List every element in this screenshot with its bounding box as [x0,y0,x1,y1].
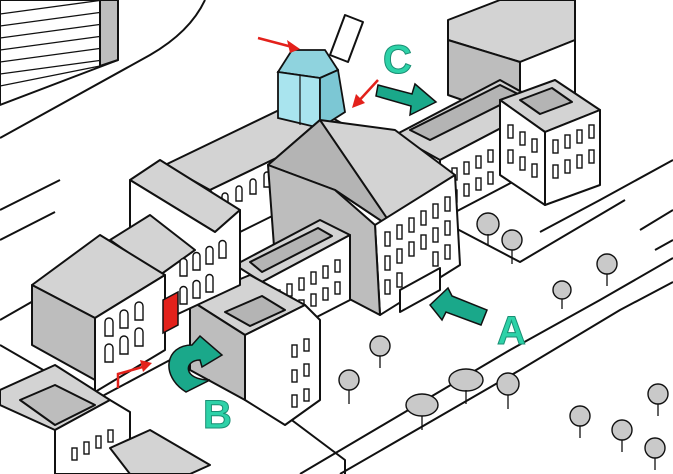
south-wing-skylight [249,227,333,273]
tree [369,335,391,368]
red-arrow-icon [257,36,300,53]
east-pavilion-windows [507,124,595,179]
red-arrow-icon [116,360,152,388]
bottom-left-buildings [0,364,211,474]
street-diagonal-back [339,281,673,474]
west-houses [31,159,241,393]
main-building [267,119,461,316]
tree [647,383,669,416]
highlighted-door [162,290,179,335]
tree [448,368,484,404]
main-entrance-portal [399,267,441,313]
tree [596,253,618,286]
tree [496,372,520,409]
street-diagonal-front [299,257,673,474]
street-right-edge [639,209,673,231]
tree [611,419,633,452]
entrance-c-arrow-icon [375,82,438,117]
building-top-right [447,0,576,121]
east-pavilion-skylight [519,87,573,115]
trees [338,212,669,470]
house-front-windows [104,301,144,363]
annex-building [276,49,346,130]
annex-front [277,70,321,130]
entrance-c-label: C [383,38,412,82]
annex-side [319,68,346,130]
main-building-windows [384,196,451,295]
tree [338,369,360,404]
tree [476,212,500,246]
bottom-center-roof [109,429,211,474]
building-top-left-floors [0,0,119,87]
tree [405,393,439,430]
east-wing [394,79,601,221]
red-arrow-icon [352,79,379,108]
bottom-left-windows [71,429,114,461]
street-right-block-2 [539,159,673,233]
tree [569,405,591,438]
red-pointer-arrows [116,36,379,388]
street-curve-top-left [0,0,206,139]
entrance-a-label: A [497,309,526,353]
street-right-edge-2 [654,239,673,251]
entrance-a-arrow-icon [428,286,488,326]
street-right-block [439,199,626,263]
street-left-2 [0,211,56,241]
south-block-skylight [224,295,286,327]
tree [501,229,523,264]
bottom-left-inner [19,384,96,426]
street-left-3 [0,299,36,321]
tree [644,437,666,470]
south-block-windows [291,338,310,408]
tree [552,280,572,309]
street-left-1 [0,179,61,211]
building-top-left [0,0,119,106]
house-mid-windows [179,239,227,305]
entrance-b-curved-arrow-icon [168,334,224,393]
house-front-wall [94,274,166,393]
entrance-b-label: B [203,393,232,437]
building-top-left-side [99,0,119,67]
paving-slab [329,14,364,63]
south-wing [189,219,351,426]
